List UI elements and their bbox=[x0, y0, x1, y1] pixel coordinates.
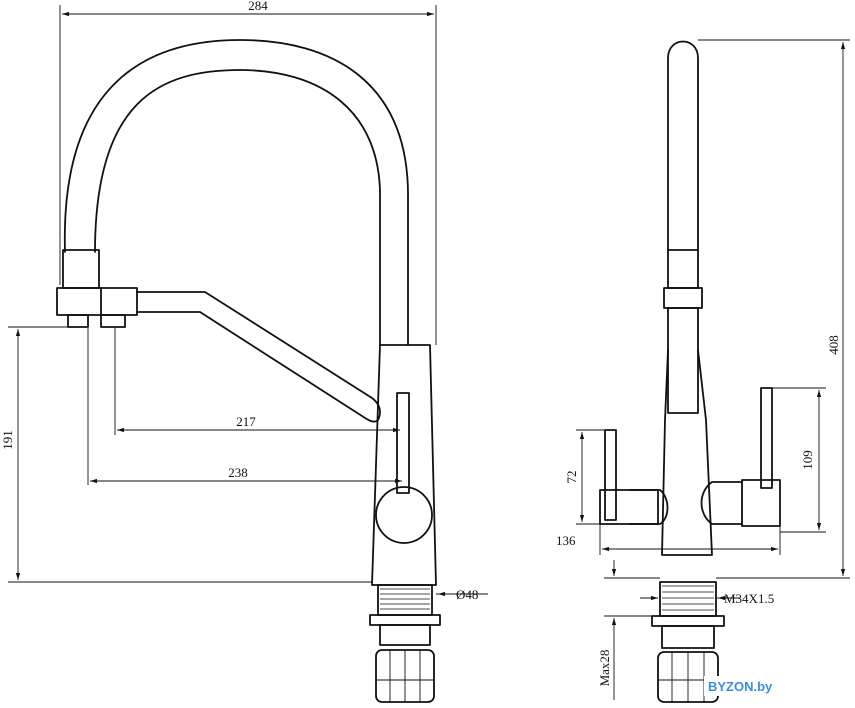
side-lever-right bbox=[760, 387, 773, 489]
dim-191: 191 bbox=[0, 430, 15, 450]
faucet-body bbox=[371, 344, 437, 586]
mixer-handle bbox=[375, 486, 433, 544]
side-body bbox=[661, 349, 713, 556]
spout-tube bbox=[64, 39, 409, 346]
spout-collar bbox=[62, 249, 100, 289]
filter-outlet bbox=[100, 314, 126, 328]
dim-284: 284 bbox=[248, 0, 268, 13]
dim-thread: M34X1.5 bbox=[724, 591, 774, 606]
filter-arm bbox=[136, 291, 381, 423]
dim-136: 136 bbox=[556, 533, 576, 548]
mounting-washer bbox=[369, 614, 441, 626]
dim-109: 109 bbox=[800, 450, 815, 470]
side-dimensions: 408 109 72 136 M34X1.5 Max28 bbox=[556, 39, 850, 700]
side-lever-left bbox=[604, 429, 617, 521]
side-thread-lines bbox=[662, 585, 714, 611]
front-dimensions: 284 217 238 191 Ø48 bbox=[0, 0, 488, 602]
dim-max28: Max28 bbox=[597, 650, 612, 687]
dim-408: 408 bbox=[826, 335, 841, 355]
watermark-bg bbox=[704, 676, 794, 696]
dim-217: 217 bbox=[236, 414, 256, 429]
watermark: BYZON.by bbox=[708, 679, 773, 694]
dim-238: 238 bbox=[228, 465, 248, 480]
side-mounting-stud bbox=[659, 581, 717, 617]
dim-diameter-48: Ø48 bbox=[456, 587, 478, 602]
thread-lines bbox=[380, 588, 430, 610]
side-spout bbox=[667, 40, 699, 251]
filter-lever bbox=[396, 392, 410, 494]
front-view bbox=[56, 39, 441, 703]
outlet-head bbox=[56, 287, 138, 316]
spout-tube-inner bbox=[94, 69, 381, 346]
aerator bbox=[67, 314, 89, 328]
mounting-stud bbox=[377, 584, 433, 616]
side-view bbox=[599, 40, 781, 703]
dim-72: 72 bbox=[564, 471, 579, 484]
